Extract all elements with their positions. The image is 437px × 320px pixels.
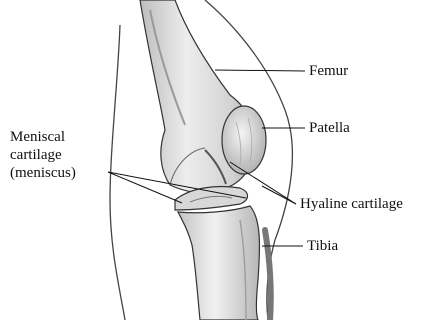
label-meniscal-cartilage: Meniscal cartilage (meniscus)	[10, 128, 76, 182]
label-femur: Femur	[309, 63, 348, 80]
leader-hyaline-2	[262, 186, 296, 204]
label-hyaline-cartilage: Hyaline cartilage	[300, 196, 403, 213]
patella-bone	[222, 106, 266, 174]
label-meniscal-line3: (meniscus)	[10, 164, 76, 182]
leader-femur	[215, 70, 305, 71]
label-meniscal-line2: cartilage	[10, 146, 76, 164]
tibia-bone	[178, 206, 260, 320]
label-tibia: Tibia	[307, 238, 338, 255]
fibula-bone	[265, 230, 271, 320]
label-meniscal-line1: Meniscal	[10, 128, 76, 146]
label-patella: Patella	[309, 120, 350, 137]
